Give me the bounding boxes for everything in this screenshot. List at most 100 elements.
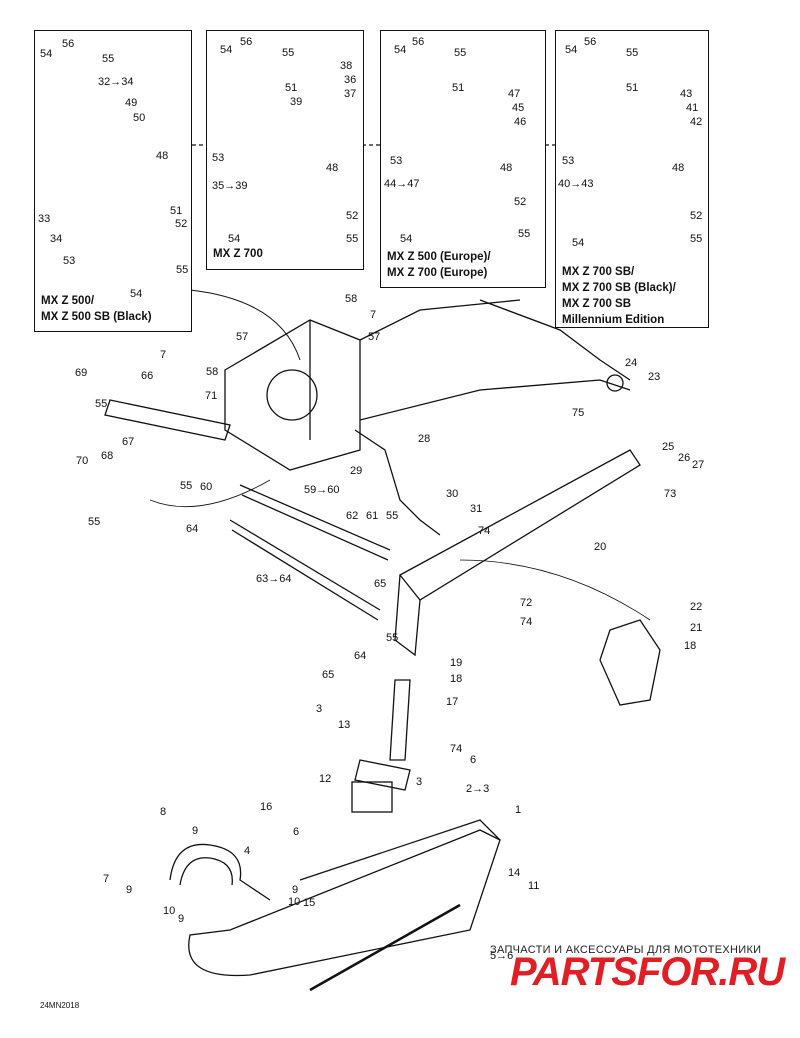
callout: 23 [648, 371, 661, 383]
callout: 71 [205, 390, 218, 402]
callout: 51 [626, 82, 639, 94]
callout: 54 [400, 233, 413, 245]
callout: 10 [163, 905, 176, 917]
inset-title: MX Z 700 SB/ MX Z 700 SB (Black)/ MX Z 7… [562, 266, 676, 326]
callout: 74 [450, 743, 463, 755]
callout: 46 [514, 116, 527, 128]
callout: 53 [212, 152, 225, 164]
callout: 56 [240, 36, 253, 48]
callout: 54 [130, 288, 143, 300]
callout: 51 [170, 205, 183, 217]
callout: 55 [180, 480, 193, 492]
callout: 29 [350, 465, 363, 477]
callout: 70 [76, 455, 89, 467]
callout: 57 [368, 331, 381, 343]
callout: 54 [228, 233, 241, 245]
inset-title: MX Z 700 [213, 248, 263, 260]
callout: 56 [62, 38, 75, 50]
callout: 60 [200, 481, 213, 493]
callout: 3 [316, 703, 323, 715]
callout: 15 [303, 897, 316, 909]
callout: 55 [102, 53, 115, 65]
callout: 9 [292, 884, 299, 896]
callout: 52 [514, 196, 527, 208]
callout: 16 [260, 801, 273, 813]
callout: 52 [690, 210, 703, 222]
watermark-text: ЗАПЧАСТИ И АКСЕССУАРЫ ДЛЯ МОТОТЕХНИКИ [490, 944, 762, 956]
callout: 54 [394, 44, 407, 56]
callout: 75 [572, 407, 585, 419]
callout: 41 [686, 102, 699, 114]
callout: 55 [690, 233, 703, 245]
callout: 55 [88, 516, 101, 528]
callout: 63→64 [256, 573, 292, 585]
callout: 57 [236, 331, 249, 343]
callout: 54 [565, 44, 578, 56]
callout: 68 [101, 450, 114, 462]
callout: 42 [690, 116, 703, 128]
callout: 40→43 [558, 178, 594, 190]
callout: 55 [518, 228, 531, 240]
callout: 55 [95, 398, 108, 410]
callout: 21 [690, 622, 703, 634]
callout: 6 [470, 754, 477, 766]
callout: 37 [344, 88, 357, 100]
callout: 25 [662, 441, 675, 453]
callout: 44→47 [384, 178, 420, 190]
callout: 55 [386, 632, 399, 644]
callout: 9 [126, 884, 133, 896]
callout: 1 [515, 804, 522, 816]
callout: 18 [684, 640, 697, 652]
callout: 10 [288, 896, 301, 908]
callout: 31 [470, 503, 483, 515]
callout: 33 [38, 213, 51, 225]
callout: 74 [478, 525, 491, 537]
callout: 36 [344, 74, 357, 86]
callout: 39 [290, 96, 303, 108]
callout: 55 [176, 264, 189, 276]
callout: 69 [75, 367, 88, 379]
callout: 45 [512, 102, 525, 114]
callout: 43 [680, 88, 693, 100]
callout: 65 [374, 578, 387, 590]
callout: 54 [220, 44, 233, 56]
callout: 48 [500, 162, 513, 174]
spindle [351, 679, 411, 813]
callout: 24 [625, 357, 638, 369]
callout: 62 [346, 510, 359, 522]
callout: 55 [282, 47, 295, 59]
watermark-logo: PARTSFOR.RU [510, 950, 785, 994]
callout: 7 [103, 873, 110, 885]
callout: 53 [562, 155, 575, 167]
callout: 54 [40, 48, 53, 60]
callout: 8 [160, 806, 167, 818]
callout: 53 [63, 255, 76, 267]
callout: 64 [186, 523, 199, 535]
callout: 3 [416, 776, 423, 788]
callout: 55 [386, 510, 399, 522]
callout: 55 [454, 47, 467, 59]
inset-sb: MX Z 700 SB/ MX Z 700 SB (Black)/ MX Z 7… [555, 30, 709, 328]
callout: 51 [285, 82, 298, 94]
callout: 7 [370, 309, 377, 321]
inset-title: MX Z 500 (Europe)/ MX Z 700 (Europe) [387, 251, 491, 279]
inset-title: MX Z 500/ MX Z 500 SB (Black) [41, 295, 152, 323]
callout: 54 [572, 237, 585, 249]
callout: 20 [594, 541, 607, 553]
callout: 22 [690, 601, 703, 613]
ski-handle [169, 843, 271, 901]
drawing-code: 24MN2018 [40, 1001, 80, 1010]
callout: 47 [508, 88, 521, 100]
callout: 61 [366, 510, 379, 522]
callout: 13 [338, 719, 351, 731]
callout: 27 [692, 459, 705, 471]
callout: 56 [584, 36, 597, 48]
callout: 19 [450, 657, 463, 669]
callout: 38 [340, 60, 353, 72]
callout: 55 [626, 47, 639, 59]
callout: 14 [508, 867, 521, 879]
callout: 35→39 [212, 180, 248, 192]
callout: 26 [678, 452, 691, 464]
inset-mxz700: MX Z 700 [206, 30, 364, 270]
callout: 17 [446, 696, 459, 708]
